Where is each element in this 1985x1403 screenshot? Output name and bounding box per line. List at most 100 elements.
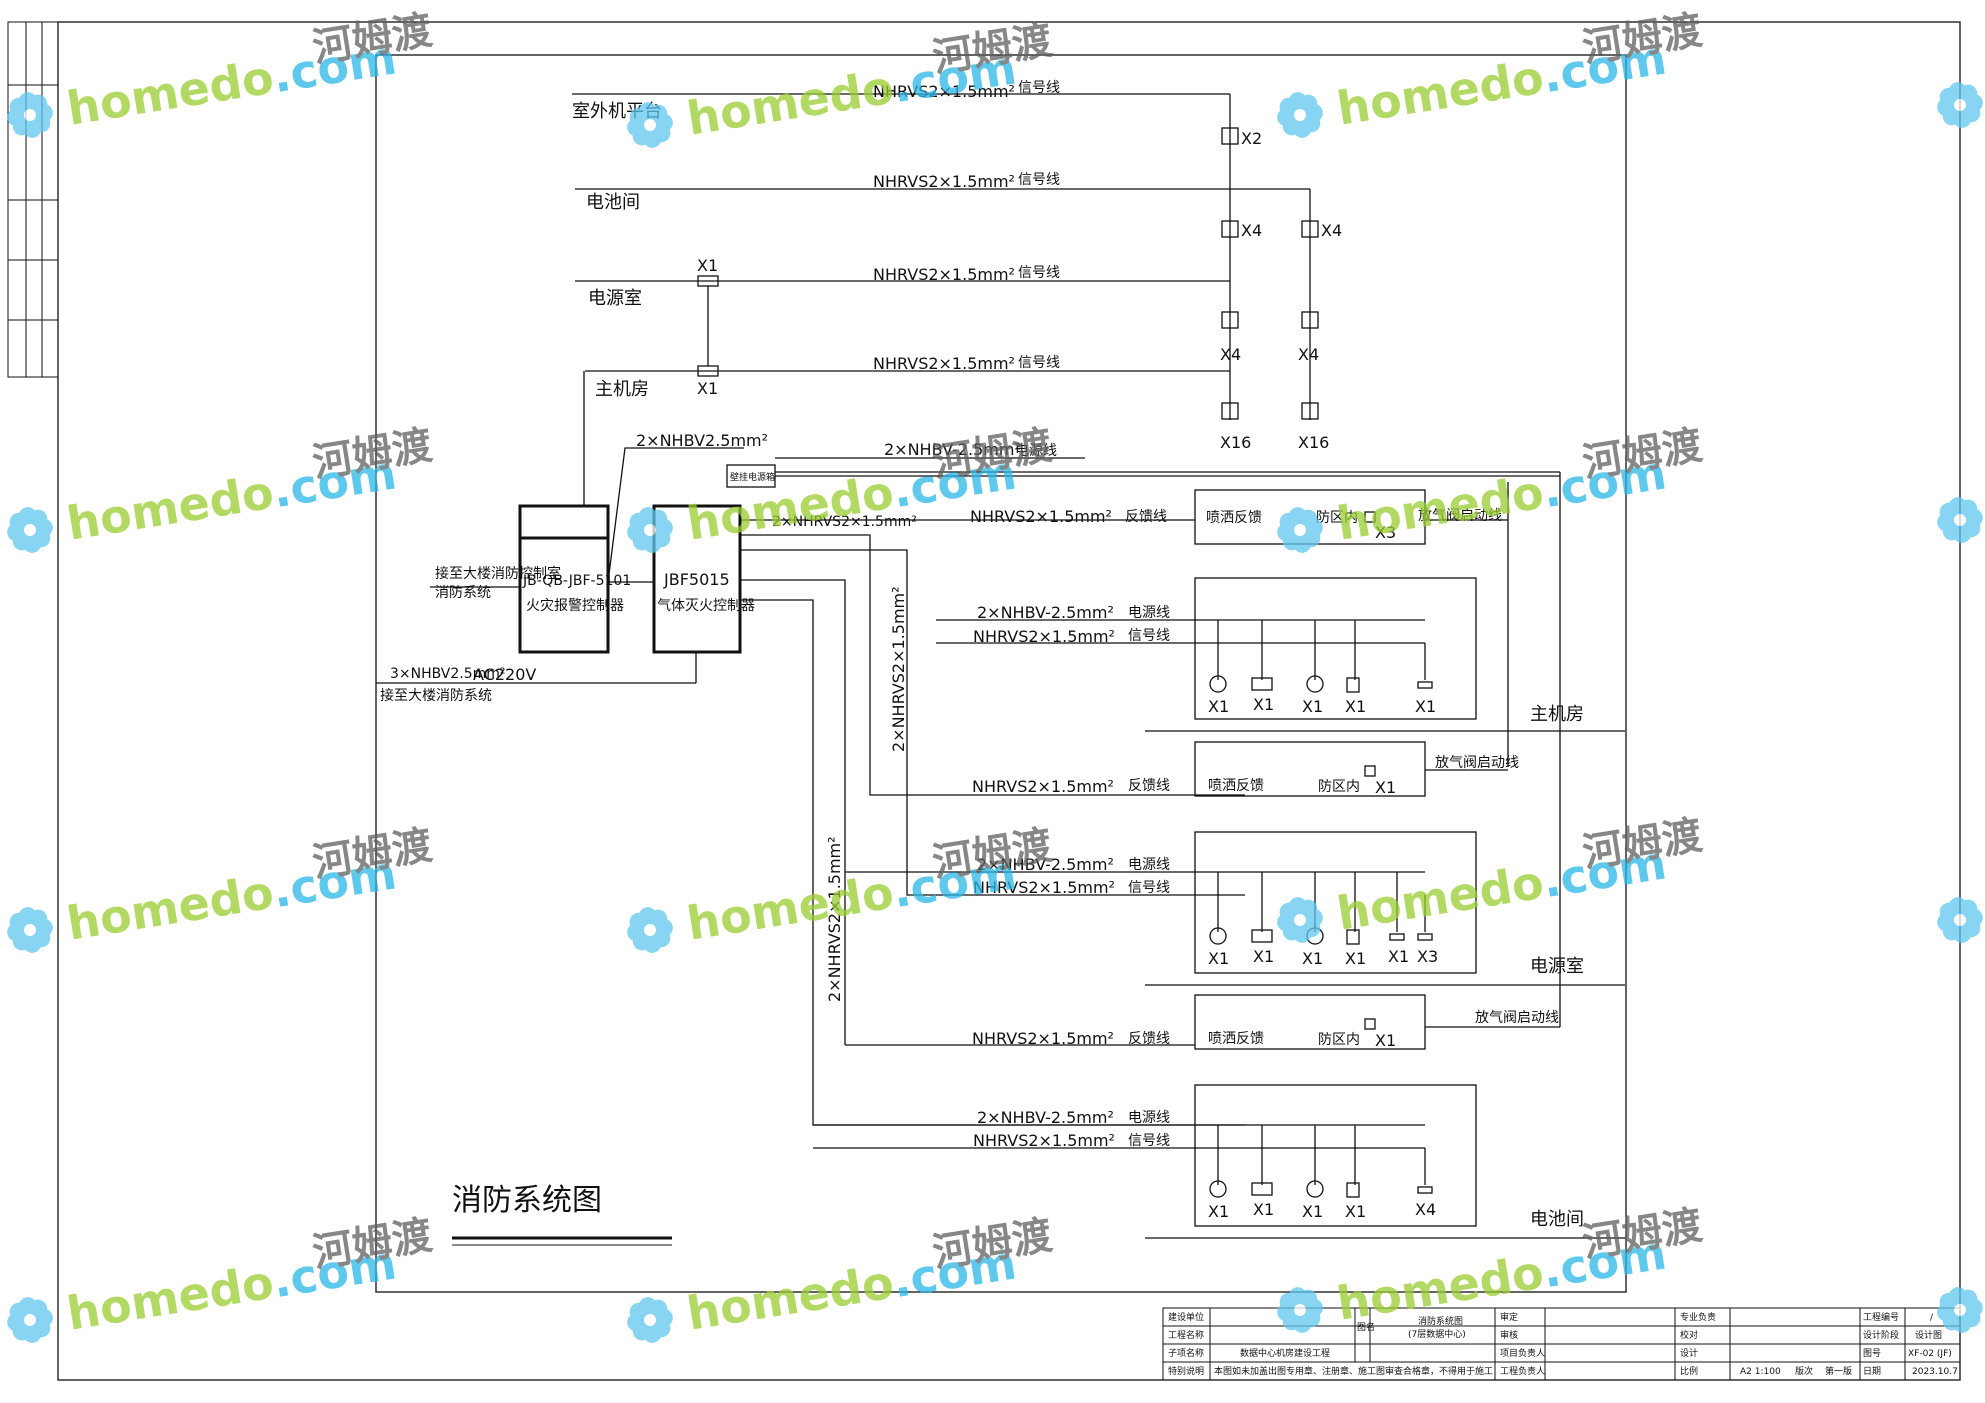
tb-approve-label: 审定: [1500, 1311, 1518, 1323]
tb-drawing-no-value: XF-02 (JF): [1908, 1349, 1952, 1359]
tb-check-label: 校对: [1680, 1329, 1698, 1341]
spray-feedback-host: 喷洒反馈: [1206, 510, 1262, 526]
tb-proj-no-label: 工程编号: [1863, 1311, 1899, 1323]
flower-icon: [627, 907, 673, 953]
tb-major-label: 专业负责: [1680, 1311, 1716, 1323]
valve-line-power: 放气阀启动线: [1435, 755, 1519, 771]
top-cable: 2×NHBV2.5mm²: [636, 431, 768, 450]
drawing-title: 消防系统图: [452, 1183, 672, 1246]
room-host-zone: 主机房: [1530, 704, 1584, 725]
tb-eng-pm-label: 工程负责人: [1500, 1365, 1545, 1377]
controllers: JB-QB-JBF-5101 火灾报警控制器 JBF5015 气体灭火控制器 壁…: [376, 371, 1085, 704]
tb-special-label: 特别说明: [1168, 1365, 1204, 1377]
tb-stage-label: 设计阶段: [1863, 1329, 1899, 1341]
tb-date-label: 日期: [1863, 1366, 1881, 1377]
count-battery-1: X1: [1208, 1202, 1229, 1221]
title-block: 建设单位 工程名称 子项名称 数据中心机房建设工程 特别说明 本图如未加盖出图专…: [1162, 1307, 1961, 1381]
count-x4-c: X4: [1220, 345, 1241, 364]
vert-cable-b: 2×NHRVS2×1.5mm²: [825, 836, 844, 1002]
ctrl-link: 2×NHRVS2×1.5mm²: [772, 514, 917, 530]
count-host-5: X1: [1415, 697, 1436, 716]
cable-label-1: NHRVS2×1.5mm²: [873, 82, 1015, 101]
fb-cable-host: NHRVS2×1.5mm²: [970, 507, 1112, 526]
count-x4-b: X4: [1321, 221, 1342, 240]
fb-label-host: 反馈线: [1125, 509, 1167, 525]
flower-icon: [7, 507, 53, 553]
watermark-brand-cn: 河姆渡: [1580, 7, 1706, 71]
watermark-brand-cn: 河姆渡: [310, 1212, 436, 1276]
count-x3-host: X3: [1375, 523, 1396, 542]
room-power-zone: 电源室: [1530, 956, 1584, 977]
watermark-brand-cn: 河姆渡: [1580, 812, 1706, 876]
flower-icon: [627, 507, 673, 553]
zone-inside-power: 防区内: [1318, 779, 1360, 795]
sig-label-host: 信号线: [1128, 628, 1170, 644]
note-to-control-room: 接至大楼消防控制室: [435, 565, 561, 582]
tb-edition-label: 版次: [1795, 1365, 1813, 1377]
tb-design-label: 设计: [1680, 1347, 1698, 1359]
note-fire-system: 消防系统: [435, 585, 491, 601]
watermark-brand-cn: 河姆渡: [1580, 1202, 1706, 1266]
tb-drawing-name-label: 图名: [1357, 1321, 1375, 1333]
vert-cable-a: 2×NHRVS2×1.5mm²: [889, 586, 908, 752]
watermark-brand-cn: 河姆渡: [930, 17, 1056, 81]
flower-icon: [7, 907, 53, 953]
count-battery-4: X1: [1345, 1202, 1366, 1221]
count-x4-d: X4: [1298, 345, 1319, 364]
count-power-3: X1: [1302, 949, 1323, 968]
count-x16-b: X16: [1298, 433, 1329, 452]
tb-project-label: 工程名称: [1168, 1329, 1204, 1341]
count-x2: X2: [1241, 129, 1262, 148]
tb-drawing-name-value: 消防系统图: [1418, 1315, 1463, 1327]
flower-icon: [7, 92, 53, 138]
note-to-building: 接至大楼消防系统: [380, 687, 492, 704]
cable-type-3: 信号线: [1018, 265, 1060, 281]
cable-type-4: 信号线: [1018, 355, 1060, 371]
sig-cable-power: NHRVS2×1.5mm²: [973, 878, 1115, 897]
count-x1-power: X1: [697, 256, 718, 275]
wall-power-box: 壁挂电源箱: [730, 471, 775, 483]
sheet-border: [7, 21, 1961, 1381]
count-power-4: X1: [1345, 949, 1366, 968]
watermark-brand-cn: 河姆渡: [930, 422, 1056, 486]
gas-model: JBF5015: [663, 570, 730, 589]
count-host-1: X1: [1208, 697, 1229, 716]
zone-inside-battery: 防区内: [1318, 1032, 1360, 1048]
count-x16-a: X16: [1220, 433, 1251, 452]
watermark-brand-cn: 河姆渡: [930, 822, 1056, 886]
zone-power-room: NHRVS2×1.5mm² 反馈线 喷洒反馈 防区内 X1 放气阀启动线 2×N…: [845, 741, 1625, 986]
room-battery-top: 电池间: [586, 192, 640, 213]
tb-drawing-sub-value: (7层数据中心): [1408, 1328, 1466, 1340]
fb-label-battery: 反馈线: [1128, 1031, 1170, 1047]
flower-icon: [1277, 507, 1323, 553]
flower-icon: [1277, 1287, 1323, 1333]
count-power-6: X3: [1417, 947, 1438, 966]
room-host-top: 主机房: [595, 379, 649, 400]
valve-line-battery: 放气阀启动线: [1475, 1010, 1559, 1026]
feed-cable: 3×NHBV2.5mm²: [390, 666, 506, 682]
fire-alarm-model: JB-QB-JBF-5101: [522, 573, 631, 589]
tb-scale-value: A2 1:100: [1740, 1367, 1781, 1377]
tb-stage-value: 设计图: [1915, 1329, 1942, 1341]
pwr-label-battery: 电源线: [1128, 1110, 1170, 1126]
cable-label-3: NHRVS2×1.5mm²: [873, 265, 1015, 284]
flower-icon: [1277, 897, 1323, 943]
sig-cable-battery: NHRVS2×1.5mm²: [973, 1131, 1115, 1150]
flower-icon: [7, 1297, 53, 1343]
watermark-brand-cn: 河姆渡: [310, 422, 436, 486]
feed-lines: 2×NHRVS2×1.5mm² 2×NHRVS2×1.5mm² 2×NHRVS2…: [740, 471, 1561, 1126]
tb-edition-value: 第一版: [1825, 1365, 1852, 1377]
flower-icon: [1937, 1287, 1983, 1333]
pwr-cable-battery: 2×NHBV-2.5mm²: [977, 1108, 1114, 1127]
tb-subproject-value: 数据中心机房建设工程: [1240, 1347, 1330, 1359]
zone-battery-room: NHRVS2×1.5mm² 反馈线 喷洒反馈 防区内 X1 放气阀启动线 2×N…: [813, 994, 1625, 1239]
room-power-top: 电源室: [588, 288, 642, 309]
